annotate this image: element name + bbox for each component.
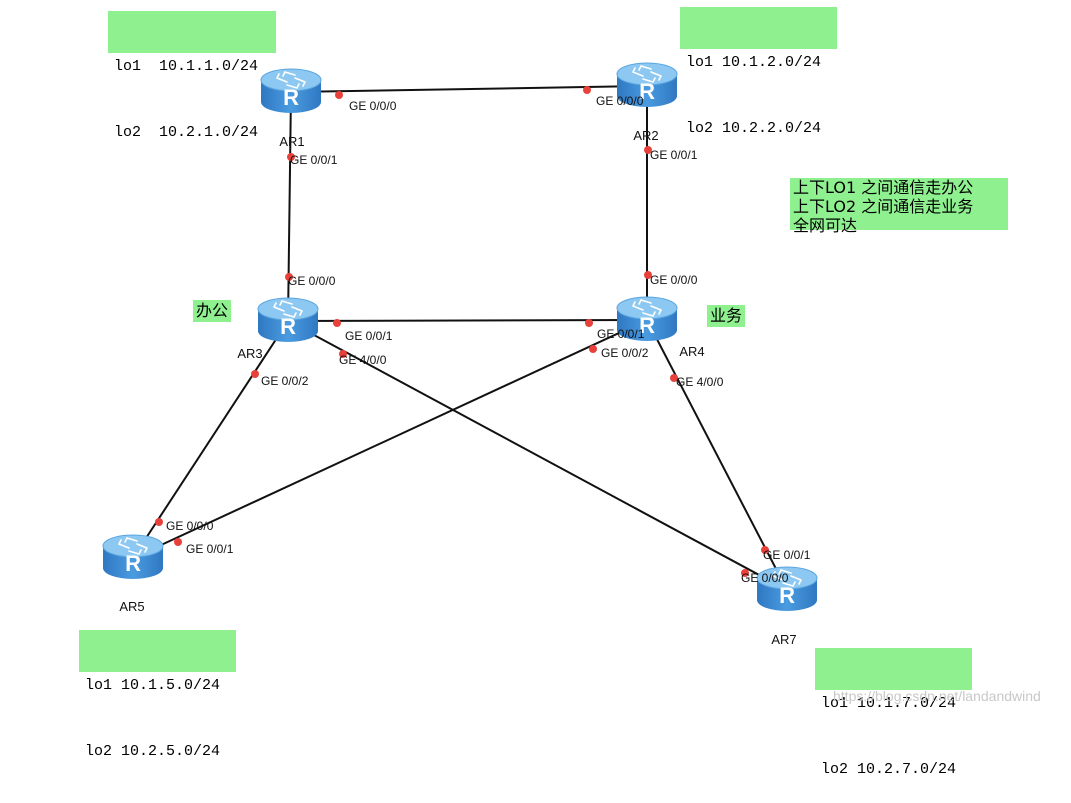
port-dot [174, 538, 182, 546]
port-dot [583, 86, 591, 94]
routing-policy-note: 上下LO1 之间通信走办公 上下LO2 之间通信走业务 全网可达 [790, 178, 1008, 235]
port-label-r3: GE 0/0/0 [288, 274, 336, 288]
office-zone-label: 办公 [193, 300, 232, 322]
router-icon: R [260, 68, 322, 113]
link-r1-r3 [287, 91, 292, 322]
port-label-r1: GE 0/0/1 [290, 153, 338, 167]
router-ar2[interactable]: R AR2 [616, 62, 678, 143]
port-dot [155, 518, 163, 526]
port-dot [585, 319, 593, 327]
port-label-r4: GE 0/0/2 [601, 346, 649, 360]
link-r3-r4 [287, 319, 648, 322]
port-dot [761, 546, 769, 554]
port-dot [644, 271, 652, 279]
ar7-lo1: lo1 10.1.7.0/24 [821, 695, 957, 712]
ar7-loopback-note: lo1 10.1.7.0/24 lo2 10.2.7.0/24 [815, 648, 972, 778]
link-r3-r7 [287, 320, 788, 591]
port-label-r2: GE 0/0/0 [596, 94, 644, 108]
policy-line-lo1: 上下LO1 之间通信走办公 [793, 178, 974, 197]
router-name: AR3 [237, 346, 262, 361]
port-label-r4: GE 0/0/1 [597, 327, 645, 341]
ar2-loopback-note: lo1 10.1.2.0/24 lo2 10.2.2.0/24 [680, 7, 837, 137]
router-ar5[interactable]: R AR5 [102, 534, 164, 614]
ar1-loopback-note: lo1 10.1.1.0/24 lo2 10.2.1.0/24 [108, 11, 276, 141]
business-zone-label: 业务 [707, 305, 746, 327]
policy-line-lo2: 上下LO2 之间通信走业务 [793, 197, 974, 216]
router-glyph: R [639, 79, 655, 104]
router-ar7[interactable]: R AR7 [756, 566, 818, 647]
ports-layer: GE 0/0/0 GE 0/0/0 GE 0/0/1 GE 0/0/0 GE 0/0/1… [155, 86, 811, 585]
router-icon: R [102, 534, 164, 579]
router-glyph: R [639, 313, 655, 338]
port-label-r5: GE 0/0/1 [186, 542, 234, 556]
port-dot [644, 146, 652, 154]
router-name: AR4 [679, 344, 704, 359]
port-label-r3: GE 4/0/0 [339, 353, 387, 367]
port-label-r2: GE 0/0/1 [650, 148, 698, 162]
link-r1-r2 [290, 85, 648, 93]
port-label-r1: GE 0/0/0 [349, 99, 397, 113]
ar2-lo2: lo2 10.2.2.0/24 [686, 120, 822, 137]
ar2-lo1: lo1 10.1.2.0/24 [686, 54, 822, 71]
router-ar3[interactable]: R AR3 [237, 297, 319, 361]
router-icon: R [616, 62, 678, 107]
port-dot [287, 153, 295, 161]
router-name: AR1 [279, 134, 304, 149]
ar7-lo2: lo2 10.2.7.0/24 [821, 761, 957, 778]
links-layer [132, 85, 788, 591]
port-dot [589, 345, 597, 353]
port-dot [335, 91, 343, 99]
router-ar4[interactable]: R AR4 [616, 296, 705, 359]
port-dot [285, 273, 293, 281]
port-dot [251, 370, 259, 378]
router-icon: R [756, 566, 818, 611]
port-dot [339, 350, 347, 358]
port-dot [741, 569, 749, 577]
ar5-lo1: lo1 10.1.5.0/24 [85, 677, 221, 694]
policy-line-reachability: 全网可达 [793, 216, 858, 235]
ar5-lo2: lo2 10.2.5.0/24 [85, 743, 221, 760]
port-label-r3: GE 0/0/1 [345, 329, 393, 343]
port-label-r7: GE 0/0/1 [763, 548, 811, 562]
router-name: AR5 [119, 599, 144, 614]
port-label-r4: GE 4/0/0 [676, 375, 724, 389]
port-dot [333, 319, 341, 327]
port-label-r7: GE 0/0/0 [741, 571, 789, 585]
port-label-r3: GE 0/0/2 [261, 374, 309, 388]
router-glyph: R [125, 551, 141, 576]
router-icon: R [257, 297, 319, 342]
router-glyph: R [779, 583, 795, 608]
ar5-loopback-note: lo1 10.1.5.0/24 lo2 10.2.5.0/24 [79, 630, 236, 760]
router-glyph: R [283, 85, 299, 110]
ar1-lo1: lo1 10.1.1.0/24 [114, 58, 259, 75]
router-name: AR7 [771, 632, 796, 647]
port-dot [670, 374, 678, 382]
ar1-lo2: lo2 10.2.1.0/24 [114, 124, 259, 141]
link-r4-r7 [646, 319, 788, 591]
port-label-r4: GE 0/0/0 [650, 273, 698, 287]
router-glyph: R [280, 314, 296, 339]
router-icon: R [616, 296, 678, 341]
router-name: AR2 [633, 128, 658, 143]
link-r4-r5 [132, 319, 648, 559]
watermark: https://blog.csdn.net/landandwind [833, 688, 1041, 704]
port-label-r5: GE 0/0/0 [166, 519, 214, 533]
router-ar1[interactable]: R AR1 [260, 68, 322, 149]
